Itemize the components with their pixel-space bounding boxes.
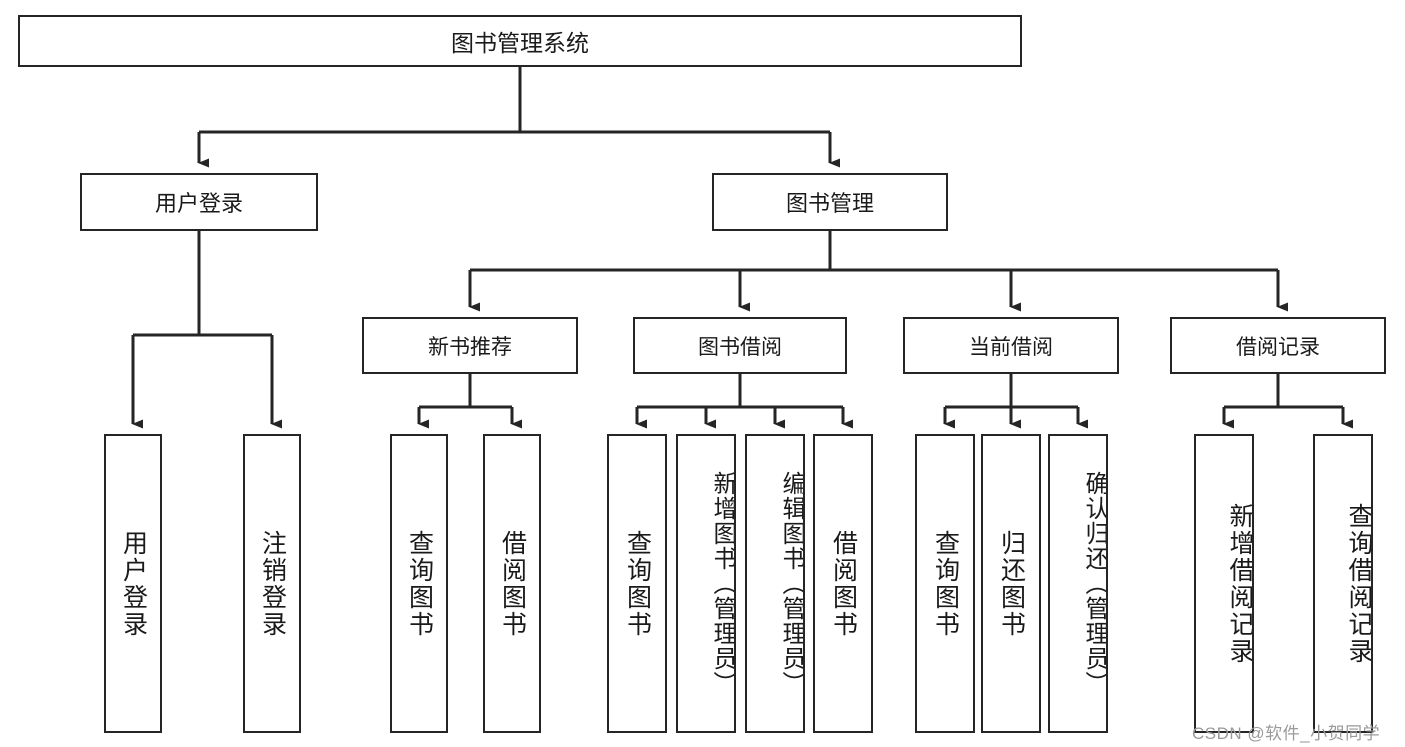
leaf-label: 归还图书 [997, 529, 1026, 638]
node-leaf-query-book-recommend[interactable]: 查询图书 [390, 434, 448, 733]
leaf-label: 用户登录 [119, 529, 148, 638]
leaf-label: 新增借阅记录 [1226, 502, 1254, 665]
node-leaf-logout[interactable]: 注销登录 [243, 434, 301, 733]
node-leaf-user-login[interactable]: 用户登录 [104, 434, 162, 733]
node-root-system[interactable]: 图书管理系统 [18, 15, 1022, 67]
node-book-manage[interactable]: 图书管理 [712, 173, 948, 231]
leaf-label: 新增图书（管理员） [709, 471, 736, 696]
node-leaf-query-book-borrow[interactable]: 查询图书 [607, 434, 667, 733]
csdn-watermark: CSDN @软件_小贺同学 [1192, 724, 1381, 743]
leaf-label: 借阅图书 [498, 529, 527, 638]
leaf-label: 编辑图书（管理员） [778, 471, 805, 696]
node-leaf-query-book-current[interactable]: 查询图书 [915, 434, 975, 733]
node-leaf-query-borrow-record[interactable]: 查询借阅记录 [1313, 434, 1373, 733]
node-leaf-confirm-return-admin[interactable]: 确认归还（管理员） [1048, 434, 1108, 733]
node-leaf-add-book-admin[interactable]: 新增图书（管理员） [676, 434, 736, 733]
leaf-label: 查询图书 [405, 529, 434, 638]
node-leaf-add-borrow-record[interactable]: 新增借阅记录 [1194, 434, 1254, 733]
leaf-label: 查询借阅记录 [1345, 502, 1373, 665]
node-leaf-borrow-book[interactable]: 借阅图书 [813, 434, 873, 733]
node-leaf-borrow-book-recommend[interactable]: 借阅图书 [483, 434, 541, 733]
node-new-book-recommend[interactable]: 新书推荐 [362, 317, 578, 374]
node-user-login[interactable]: 用户登录 [80, 173, 318, 231]
leaf-label: 查询图书 [623, 529, 652, 638]
node-leaf-return-book[interactable]: 归还图书 [981, 434, 1041, 733]
leaf-label: 确认归还（管理员） [1081, 471, 1108, 696]
leaf-label: 借阅图书 [829, 529, 858, 638]
node-leaf-edit-book-admin[interactable]: 编辑图书（管理员） [745, 434, 805, 733]
node-current-borrow[interactable]: 当前借阅 [903, 317, 1119, 374]
node-borrow-record[interactable]: 借阅记录 [1170, 317, 1386, 374]
leaf-label: 查询图书 [931, 529, 960, 638]
leaf-label: 注销登录 [258, 529, 287, 638]
node-book-borrow[interactable]: 图书借阅 [633, 317, 847, 374]
